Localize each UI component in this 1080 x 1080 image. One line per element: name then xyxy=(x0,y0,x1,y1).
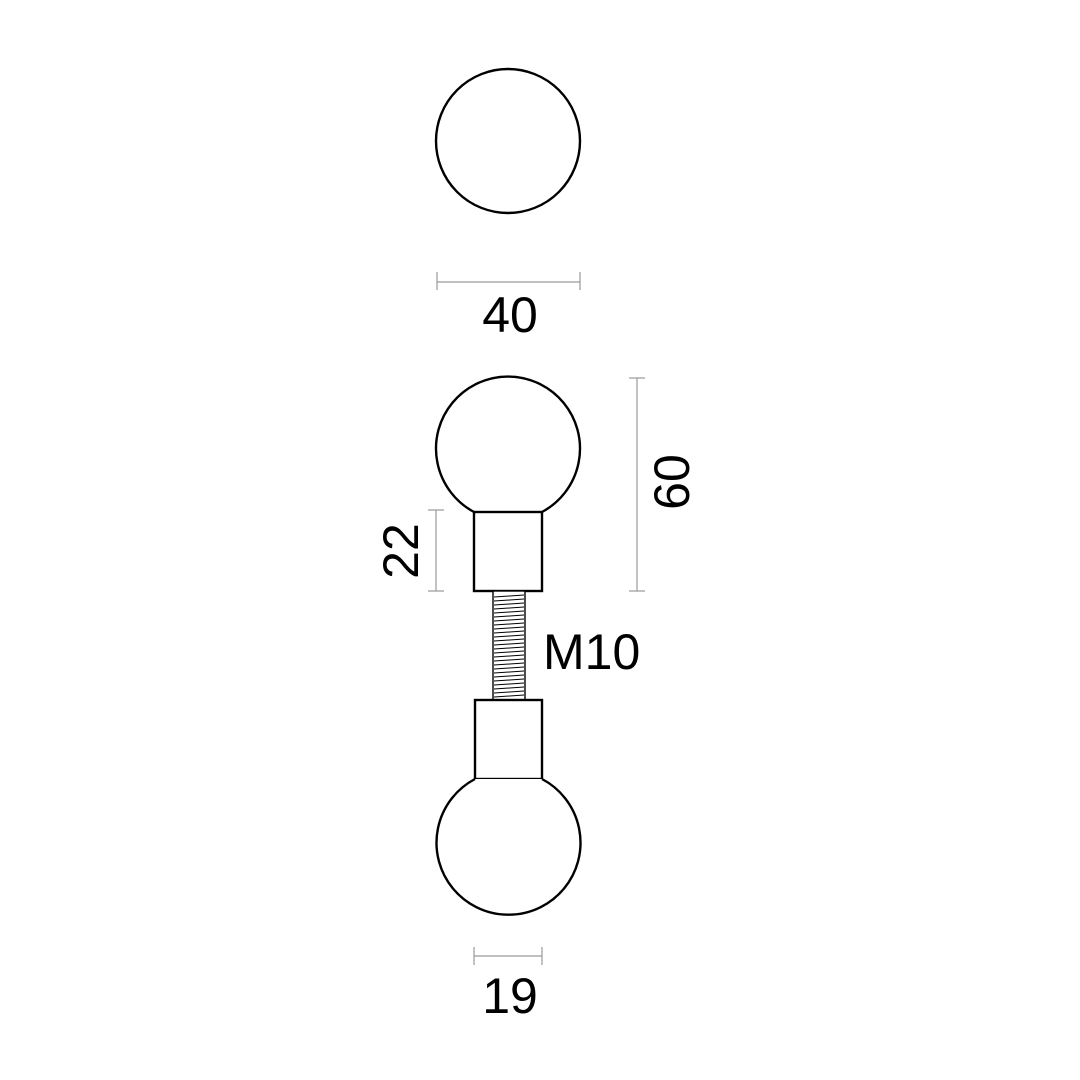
neck-height-label: 22 xyxy=(373,523,429,579)
thread-line xyxy=(493,614,525,618)
thread-line xyxy=(493,610,525,614)
lower-knob xyxy=(435,698,582,916)
thread-line xyxy=(493,662,525,666)
thread-line xyxy=(493,618,525,622)
thread-line xyxy=(493,598,525,602)
thread-line xyxy=(493,690,525,694)
thread-line xyxy=(493,594,525,598)
knob-diameter-label: 40 xyxy=(482,287,538,343)
thread-lines xyxy=(493,594,525,698)
thread-line xyxy=(493,602,525,606)
thread-line xyxy=(493,694,525,698)
thread-line xyxy=(493,638,525,642)
thread-line xyxy=(493,626,525,630)
thread-line xyxy=(493,606,525,610)
thread-spec-label: M10 xyxy=(543,624,640,680)
lower-knob-neck xyxy=(473,698,544,781)
total-height-label: 60 xyxy=(644,454,700,510)
thread-line xyxy=(493,630,525,634)
threaded-rod xyxy=(492,590,526,701)
dimension-neck-diameter: 19 xyxy=(473,947,543,1024)
lower-knob-ball xyxy=(435,777,582,916)
thread-line xyxy=(493,646,525,650)
thread-line xyxy=(493,654,525,658)
dimension-total-height: 60 xyxy=(629,377,700,592)
upper-knob-ball xyxy=(434,375,582,514)
thread-line xyxy=(493,678,525,682)
thread-line xyxy=(493,634,525,638)
thread-line xyxy=(493,670,525,674)
upper-knob xyxy=(434,375,582,593)
knob-top-view-circle xyxy=(434,67,582,215)
thread-line xyxy=(493,650,525,654)
thread-line xyxy=(493,666,525,670)
top-view xyxy=(434,67,582,215)
thread-line xyxy=(493,642,525,646)
thread-line xyxy=(493,674,525,678)
thread-line xyxy=(493,658,525,662)
thread-line xyxy=(493,686,525,690)
thread-line xyxy=(493,682,525,686)
thread-line xyxy=(493,622,525,626)
upper-knob-neck xyxy=(472,510,544,593)
dimension-neck-height: 22 xyxy=(373,509,444,592)
dimension-knob-diameter: 40 xyxy=(436,272,581,343)
neck-diameter-label: 19 xyxy=(482,968,538,1024)
